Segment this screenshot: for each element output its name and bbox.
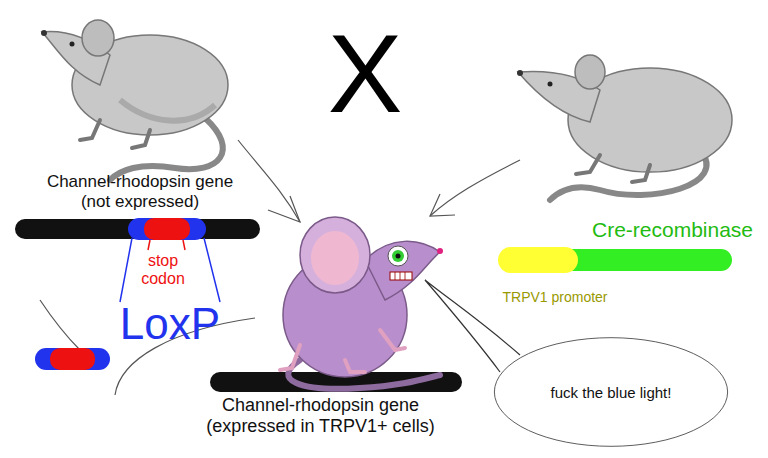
parent-mouse xyxy=(41,20,228,180)
cross-line xyxy=(430,194,455,216)
cross-line xyxy=(430,160,520,216)
promoter-label: TRPV1 promoter xyxy=(480,289,630,305)
excised-fragment xyxy=(35,348,110,370)
cross-line xyxy=(40,300,80,350)
loxp-leader xyxy=(120,238,220,302)
chromosome xyxy=(15,218,260,240)
speech-text: fuck the blue light! xyxy=(551,384,672,401)
transgenic-mouse xyxy=(280,217,443,389)
cross-line xyxy=(268,196,300,222)
cross-symbol: X xyxy=(305,18,425,130)
parent-mouse xyxy=(517,55,732,200)
enzyme-label: Cre-recombinase xyxy=(585,218,760,242)
speech-bubble: fuck the blue light! xyxy=(492,336,730,448)
gene-label: Channel-rhodopsin gene (not expressed) xyxy=(30,172,250,211)
stop-codon-label: stop codon xyxy=(128,252,198,289)
gene-label: Channel-rhodopsin gene (expressed in TRP… xyxy=(183,395,458,436)
loxp-label: LoxP xyxy=(100,302,240,346)
cross-line xyxy=(238,140,300,222)
cre-construct xyxy=(498,247,732,273)
stop-leader xyxy=(148,240,185,250)
